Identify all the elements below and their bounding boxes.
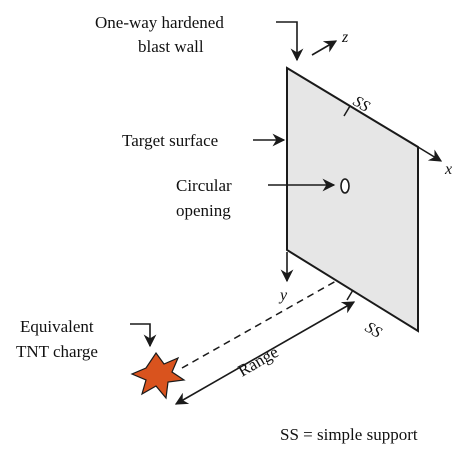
range-label: Range (235, 342, 282, 380)
wall-panel (286, 66, 419, 333)
ss-bottom-label: SS (362, 319, 384, 342)
tnt-charge-label-line2: TNT charge (16, 342, 98, 361)
ss-bottom-edge-marker (346, 289, 354, 301)
circular-opening-label-line2: opening (176, 201, 231, 220)
y-axis-label: y (278, 287, 288, 304)
range-dimension-arrow (174, 301, 356, 405)
blast-wall-label-line2: blast wall (138, 37, 204, 56)
tnt-charge-label-line1: Equivalent (20, 317, 94, 336)
ss-top-label: SS (350, 93, 372, 116)
circular-opening-label-line1: Circular (176, 176, 232, 195)
legend-text: SS = simple support (280, 425, 418, 444)
z-axis-arrow (311, 40, 338, 56)
z-axis-label: z (341, 29, 349, 46)
x-axis-label: x (444, 161, 452, 178)
ss-top-edge-marker (343, 105, 351, 117)
blast-wall-leader-arrow (276, 21, 304, 62)
circular-opening-icon (340, 178, 350, 194)
blast-wall-label-line1: One-way hardened (95, 13, 224, 32)
explosion-star-icon (130, 351, 186, 400)
target-surface-label: Target surface (122, 131, 218, 150)
x-axis-arrow (417, 146, 443, 162)
tnt-charge-leader-arrow (130, 323, 157, 348)
